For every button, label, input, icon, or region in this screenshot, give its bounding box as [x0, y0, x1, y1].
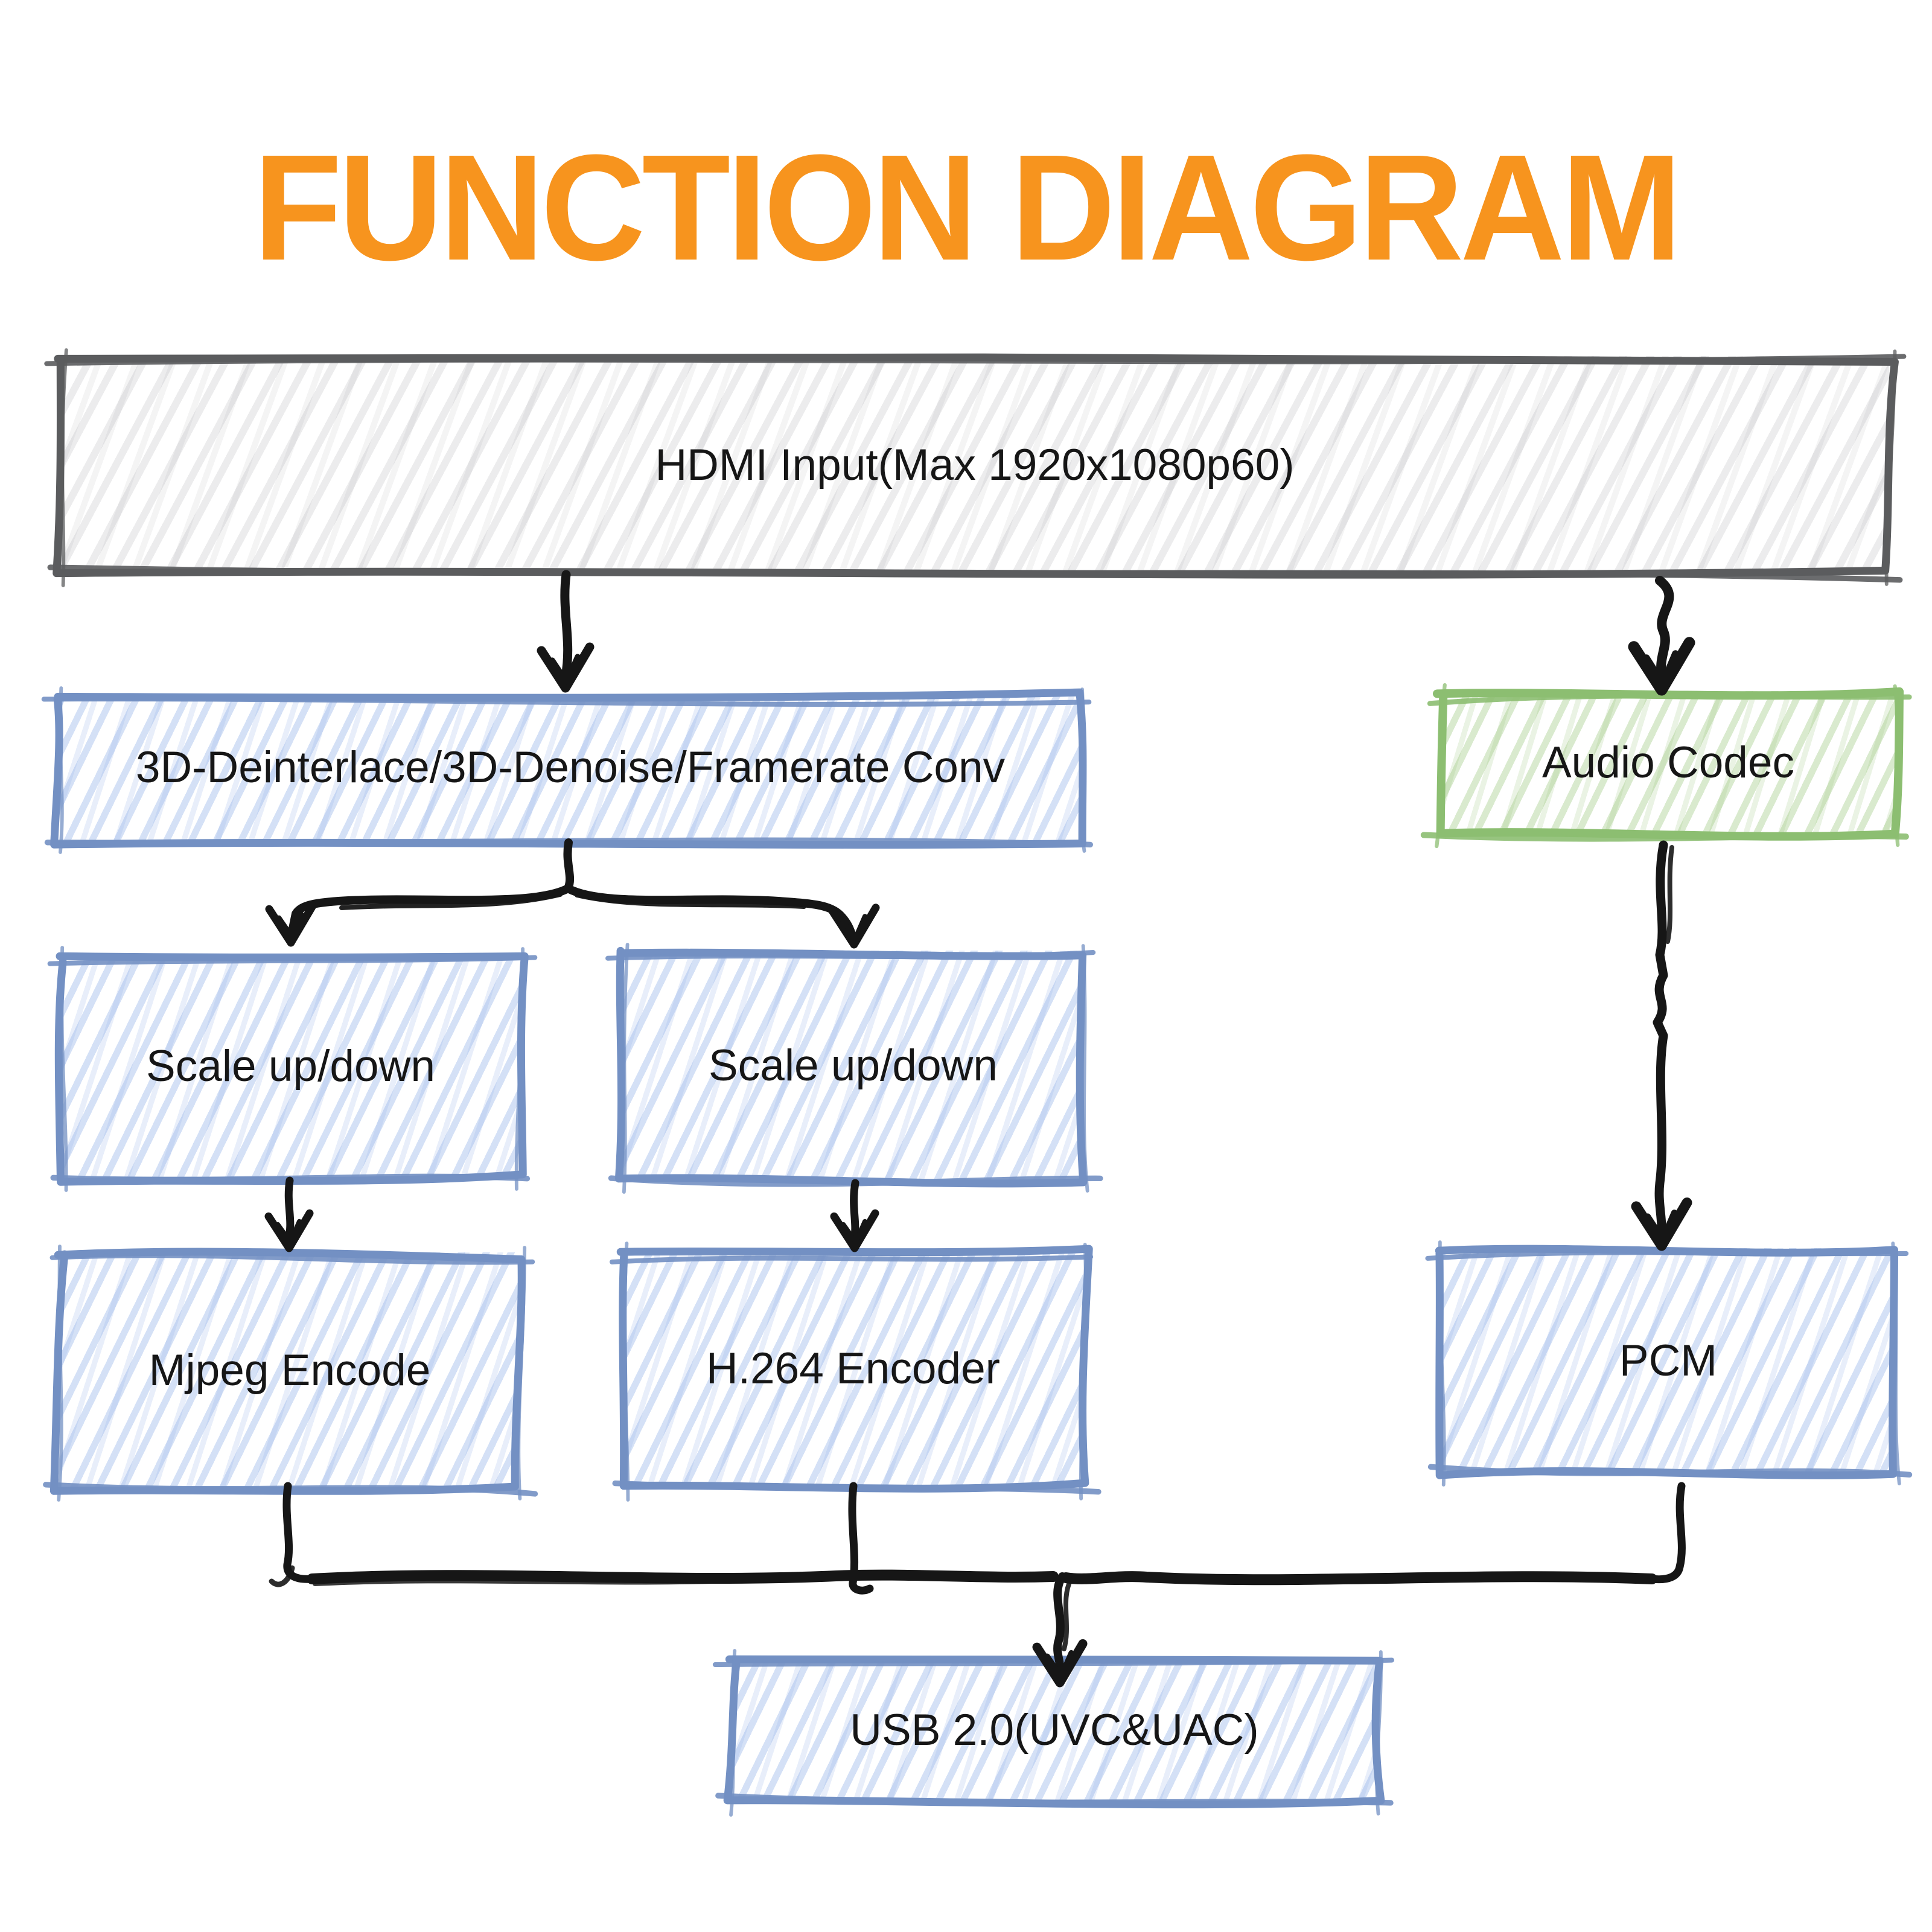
node-label: Mjpeg Encode: [148, 1345, 431, 1395]
node-h264-encoder: H.264 Encoder: [623, 1249, 1083, 1488]
node-label: Scale up/down: [709, 1041, 998, 1090]
node-hdmi-input: HDMI Input(Max 1920x1080p60): [60, 356, 1889, 573]
node-scale-up-down-left: Scale up/down: [62, 954, 519, 1178]
node-mjpeg-encode: Mjpeg Encode: [60, 1252, 519, 1488]
node-scale-up-down-right: Scale up/down: [623, 951, 1083, 1180]
node-label: HDMI Input(Max 1920x1080p60): [655, 440, 1295, 489]
node-deinterlace-denoise-framerate: 3D-Deinterlace/3D-Denoise/Framerate Conv: [60, 694, 1080, 840]
node-label: 3D-Deinterlace/3D-Denoise/Framerate Conv: [135, 742, 1006, 792]
node-usb-output: USB 2.0(UVC&UAC): [732, 1657, 1377, 1803]
page-title: FUNCTION DIAGRAM: [253, 123, 1682, 292]
node-pcm: PCM: [1441, 1248, 1895, 1473]
node-label: USB 2.0(UVC&UAC): [850, 1705, 1259, 1755]
node-label: Audio Codec: [1541, 738, 1794, 787]
node-label: H.264 Encoder: [706, 1344, 1000, 1393]
node-audio-codec: Audio Codec: [1439, 691, 1897, 834]
node-label: Scale up/down: [146, 1041, 435, 1091]
node-label: PCM: [1619, 1336, 1718, 1385]
